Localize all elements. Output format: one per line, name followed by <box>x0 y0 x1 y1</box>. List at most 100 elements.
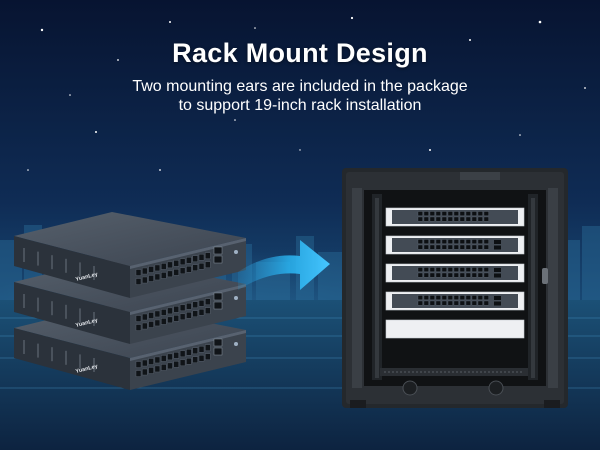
ethernet-port <box>459 211 465 216</box>
ethernet-port <box>417 300 423 306</box>
ethernet-port <box>447 211 453 216</box>
uplink-port <box>213 338 223 347</box>
ethernet-port <box>198 309 205 316</box>
ethernet-port <box>453 295 459 300</box>
ethernet-port <box>186 312 192 319</box>
power-led <box>234 250 238 254</box>
ethernet-port <box>447 244 453 250</box>
ethernet-port <box>441 216 447 222</box>
ethernet-port <box>471 300 477 306</box>
ethernet-port <box>205 344 211 351</box>
ethernet-port <box>435 300 441 306</box>
rack-unit <box>385 291 525 311</box>
ethernet-port <box>173 361 180 368</box>
ethernet-port <box>447 272 453 278</box>
rack-unit <box>385 207 525 227</box>
ethernet-port <box>423 300 429 306</box>
ethernet-port <box>429 295 435 300</box>
rack-unit <box>385 235 525 255</box>
ethernet-port <box>423 239 429 244</box>
ethernet-port <box>435 216 441 222</box>
ethernet-port <box>483 239 489 244</box>
ethernet-port <box>429 272 435 278</box>
ethernet-port <box>160 309 167 316</box>
ethernet-port <box>192 255 198 262</box>
ethernet-port <box>198 263 205 270</box>
ethernet-port <box>453 216 459 222</box>
ethernet-port <box>447 300 453 306</box>
ethernet-port <box>447 239 453 244</box>
ethernet-port <box>483 295 489 300</box>
ethernet-port <box>429 211 435 216</box>
brand-label: YuanLey <box>75 271 99 283</box>
ethernet-port <box>142 368 148 376</box>
ethernet-port <box>160 318 167 325</box>
ethernet-port <box>154 319 161 327</box>
ethernet-port <box>471 239 477 244</box>
ethernet-port <box>417 272 423 278</box>
ethernet-port <box>423 216 429 222</box>
ethernet-port <box>447 267 453 272</box>
ethernet-port <box>167 353 173 361</box>
ethernet-port <box>417 216 423 222</box>
ethernet-port <box>173 260 180 267</box>
ethernet-port <box>160 355 167 362</box>
rack-unit <box>385 263 525 283</box>
ethernet-port <box>154 273 161 281</box>
ethernet-port <box>198 254 205 261</box>
ethernet-port <box>459 267 465 272</box>
ethernet-port <box>417 295 423 300</box>
ethernet-port <box>205 261 211 268</box>
ethernet-port <box>429 239 435 244</box>
ethernet-port <box>447 295 453 300</box>
ethernet-port <box>477 272 483 278</box>
rack-panels <box>385 207 525 339</box>
ethernet-port <box>192 264 198 271</box>
ethernet-port <box>179 304 186 312</box>
ethernet-port <box>173 315 180 322</box>
power-led <box>234 342 238 346</box>
ethernet-port <box>135 269 142 276</box>
ethernet-port <box>423 272 429 278</box>
subtitle-line-1: Two mounting ears are included in the pa… <box>132 78 468 95</box>
ethernet-port <box>477 239 483 244</box>
ethernet-port <box>465 216 471 222</box>
ethernet-port <box>465 295 471 300</box>
ethernet-port <box>205 298 211 305</box>
ethernet-port <box>477 295 483 300</box>
ethernet-port <box>441 267 447 272</box>
rack-cabinet <box>342 168 568 408</box>
ethernet-port <box>477 267 483 272</box>
subtitle-line-2: to support 19-inch rack installation <box>178 97 422 114</box>
ethernet-port <box>429 244 435 250</box>
ethernet-port <box>173 352 180 359</box>
ethernet-port <box>453 300 459 306</box>
ethernet-port <box>441 239 447 244</box>
ethernet-port <box>483 244 489 250</box>
ethernet-port <box>192 301 198 308</box>
power-led <box>234 296 238 300</box>
ethernet-port <box>135 315 142 322</box>
ethernet-port <box>441 272 447 278</box>
ethernet-port <box>441 300 447 306</box>
ethernet-port <box>154 356 161 364</box>
ethernet-port <box>167 261 173 269</box>
ethernet-port <box>453 239 459 244</box>
ethernet-port <box>483 267 489 272</box>
ethernet-port <box>179 350 186 358</box>
ethernet-port <box>179 359 186 367</box>
ethernet-port <box>186 358 192 365</box>
ethernet-port <box>167 270 173 278</box>
ethernet-port <box>459 300 465 306</box>
ethernet-port <box>186 303 192 310</box>
ethernet-port <box>142 276 148 284</box>
uplink-port <box>213 347 223 356</box>
ethernet-port <box>160 263 167 270</box>
ethernet-port <box>453 244 459 250</box>
ethernet-port <box>148 312 154 319</box>
ethernet-port <box>205 307 211 314</box>
ethernet-port <box>483 211 489 216</box>
ethernet-port <box>179 313 186 321</box>
ethernet-port <box>142 322 148 330</box>
ethernet-port <box>483 272 489 278</box>
